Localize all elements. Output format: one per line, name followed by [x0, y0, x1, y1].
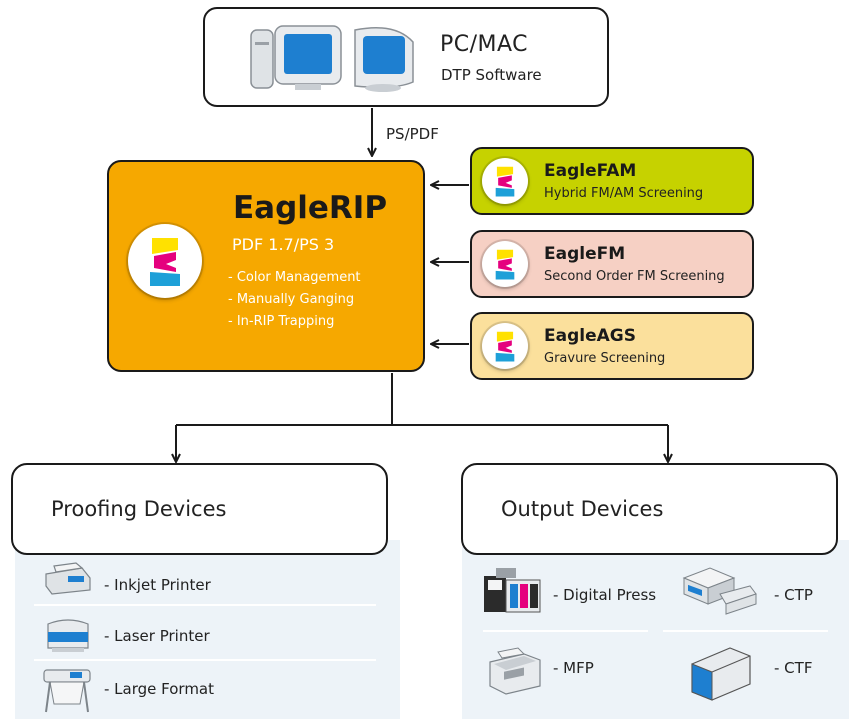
- module-subtitle: Hybrid FM/AM Screening: [544, 186, 704, 201]
- module-title: EagleFM: [544, 244, 626, 264]
- source-title: PC/MAC: [440, 32, 529, 57]
- module-eagleags: EagleAGS Gravure Screening: [470, 312, 754, 380]
- divider: [483, 630, 648, 632]
- module-title: EagleFAM: [544, 161, 637, 181]
- eagle-logo-icon: [495, 166, 515, 197]
- proofing-header: Proofing Devices: [11, 463, 388, 555]
- module-eaglefm: EagleFM Second Order FM Screening: [470, 230, 754, 298]
- output-title: Output Devices: [501, 497, 664, 521]
- eaglefm-logo: [482, 241, 528, 287]
- device-label: - Laser Printer: [104, 627, 210, 645]
- eagle-logo-icon: [495, 249, 515, 280]
- computers-icon: [250, 25, 414, 92]
- divider: [34, 659, 376, 661]
- divider: [34, 604, 376, 606]
- branch-lines: [176, 373, 668, 462]
- eaglerip-title: EagleRIP: [233, 190, 388, 226]
- source-subtitle: DTP Software: [441, 66, 542, 84]
- connector-label: PS/PDF: [386, 125, 439, 143]
- mfp-icon: [489, 647, 541, 695]
- device-label: - CTF: [774, 659, 813, 677]
- rip-feature-item: - Color Management: [228, 270, 361, 285]
- laser-printer-icon: [47, 619, 89, 652]
- module-subtitle: Second Order FM Screening: [544, 269, 725, 284]
- output-header: Output Devices: [461, 463, 838, 555]
- rip-feature-item: - Manually Ganging: [228, 292, 355, 307]
- divider: [663, 630, 828, 632]
- module-eaglefam: EagleFAM Hybrid FM/AM Screening: [470, 147, 754, 215]
- large-format-printer-icon: [43, 669, 91, 713]
- proofing-title: Proofing Devices: [51, 497, 227, 521]
- eaglefam-logo: [482, 158, 528, 204]
- device-label: - MFP: [553, 659, 594, 677]
- eagle-logo-icon: [495, 331, 515, 362]
- device-label: - CTP: [774, 586, 813, 604]
- inkjet-printer-icon: [45, 562, 91, 595]
- device-label: - Large Format: [104, 680, 215, 698]
- digital-press-icon: [484, 568, 541, 613]
- ctf-icon: [691, 647, 751, 701]
- module-title: EagleAGS: [544, 326, 636, 346]
- eagleags-logo: [482, 323, 528, 369]
- device-label: - Inkjet Printer: [104, 576, 211, 594]
- rip-feature-item: - In-RIP Trapping: [228, 314, 335, 329]
- device-label: - Digital Press: [553, 586, 657, 604]
- eagle-logo-icon: [150, 238, 180, 286]
- module-subtitle: Gravure Screening: [544, 351, 666, 366]
- ctp-icon: [682, 567, 757, 615]
- eaglerip-subtitle: PDF 1.7/PS 3: [232, 235, 335, 254]
- eaglerip-logo: [128, 224, 202, 298]
